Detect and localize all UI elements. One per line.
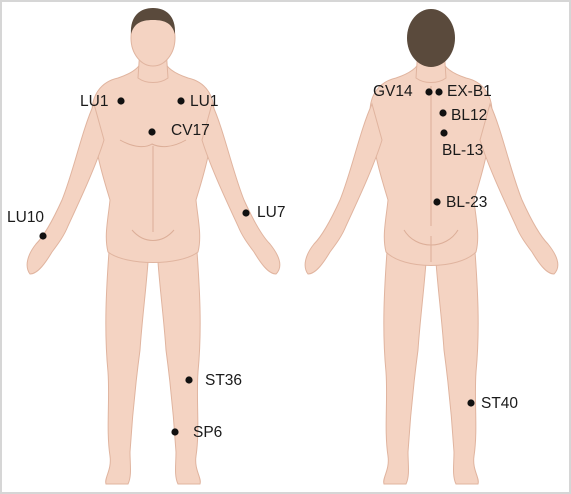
front-left-arm: [201, 102, 281, 275]
point-label: ST36: [205, 372, 242, 389]
point-st40: ST40: [467, 395, 518, 412]
front-right-leg: [157, 237, 201, 485]
point-lu10: LU10: [7, 209, 47, 240]
point-label: SP6: [193, 424, 222, 441]
point-st36: ST36: [185, 372, 242, 389]
point-dot: [117, 97, 125, 105]
point-label: EX-B1: [447, 83, 492, 100]
front-right-arm: [26, 102, 105, 275]
back-left-leg: [383, 237, 427, 485]
back-right-leg: [435, 237, 479, 485]
point-dot: [185, 376, 193, 384]
back-figure: [304, 9, 559, 485]
point-dot: [435, 88, 443, 96]
point-gv14: GV14: [373, 83, 433, 100]
back-left-arm: [304, 102, 383, 275]
point-dot: [171, 428, 179, 436]
point-label: BL-13: [442, 142, 483, 159]
point-dot: [39, 232, 47, 240]
point-label: BL12: [451, 107, 487, 124]
point-lu1-left: LU1: [177, 93, 218, 110]
front-hair: [130, 8, 176, 34]
point-dot: [425, 88, 433, 96]
point-label: CV17: [171, 122, 210, 139]
point-label: LU7: [257, 204, 285, 221]
point-dot: [440, 129, 448, 137]
point-dot: [177, 97, 185, 105]
point-lu7: LU7: [242, 204, 285, 221]
point-ex-b1: EX-B1: [435, 83, 492, 100]
point-lu1-right: LU1: [80, 93, 125, 110]
point-sp6: SP6: [171, 424, 222, 441]
point-dot: [148, 128, 156, 136]
point-dot: [467, 399, 475, 407]
front-figure: [26, 8, 281, 485]
point-dot: [439, 109, 447, 117]
back-head-hair: [407, 9, 455, 67]
point-dot: [433, 198, 441, 206]
point-label: BL-23: [446, 194, 487, 211]
point-cv17: CV17: [148, 122, 210, 139]
point-bl12: BL12: [439, 107, 487, 124]
point-dot: [242, 209, 250, 217]
point-label: GV14: [373, 83, 413, 100]
point-bl23: BL-23: [433, 194, 487, 211]
point-bl13: BL-13: [440, 129, 483, 159]
point-label: LU10: [7, 209, 44, 226]
back-right-arm: [479, 102, 559, 275]
point-label: LU1: [190, 93, 218, 110]
point-label: ST40: [481, 395, 518, 412]
front-left-leg: [105, 237, 149, 485]
front-chest-line: [119, 139, 187, 148]
point-label: LU1: [80, 93, 108, 110]
front-pelvis-line: [131, 229, 175, 241]
